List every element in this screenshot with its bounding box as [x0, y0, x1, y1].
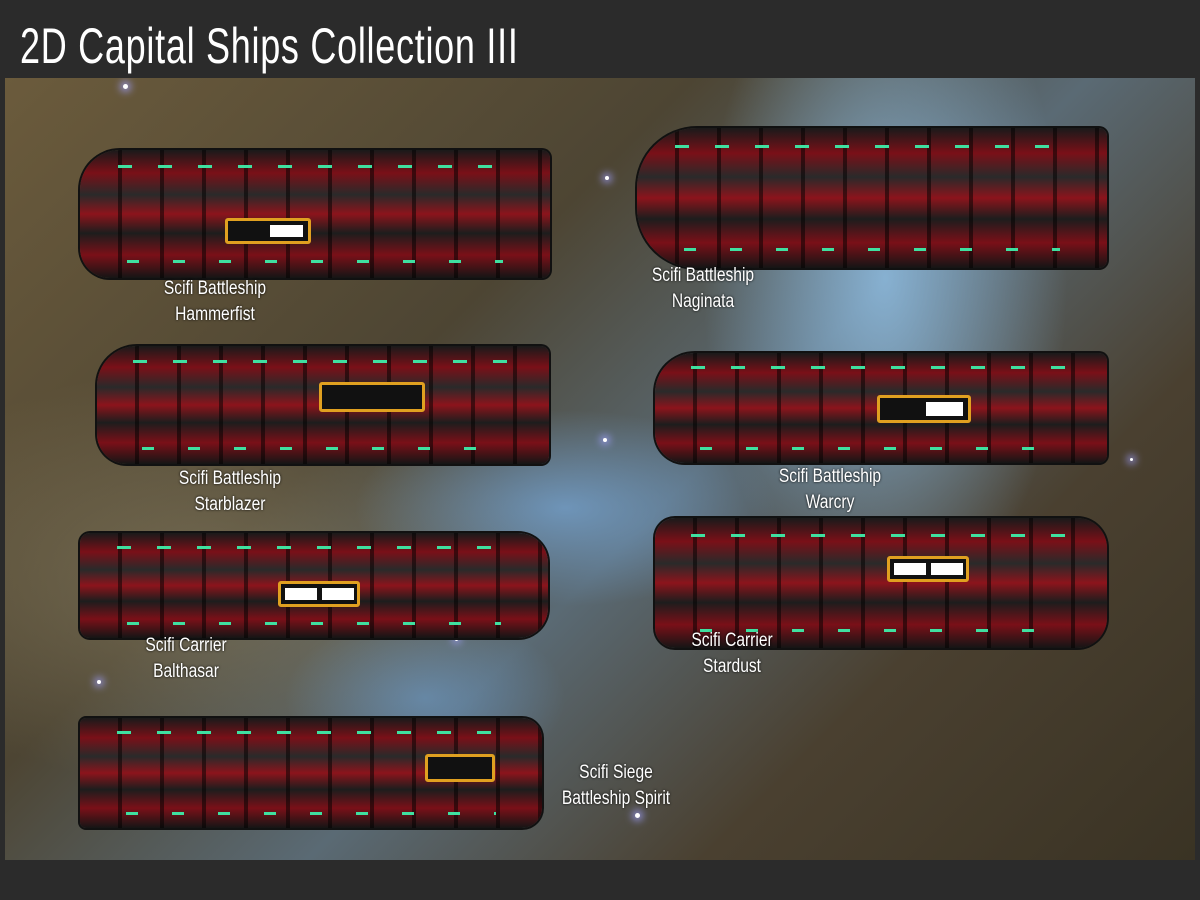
label-line: Naginata	[671, 291, 735, 312]
star	[603, 438, 607, 442]
ship-warcry	[655, 353, 1107, 463]
ship-stardust	[655, 518, 1107, 648]
star	[123, 84, 128, 89]
space-background	[5, 78, 1195, 860]
label-line: Scifi Siege	[579, 762, 653, 783]
ship-spirit	[80, 718, 542, 828]
ship-window	[278, 581, 360, 607]
label-line: Starblazer	[194, 494, 266, 515]
label-line: Hammerfist	[175, 304, 255, 325]
label-line: Scifi Battleship	[651, 265, 755, 286]
ship-hammerfist	[80, 150, 550, 278]
ship-balthasar	[80, 533, 548, 638]
star	[635, 813, 640, 818]
ship-window	[319, 382, 425, 412]
ship-naginata	[637, 128, 1107, 268]
label-line: Balthasar	[153, 661, 219, 682]
label-line: Scifi Carrier	[691, 630, 773, 651]
page-title: 2D Capital Ships Collection III	[20, 18, 519, 74]
ship-window	[877, 395, 971, 423]
label-line: Stardust	[702, 656, 762, 677]
label-line: Warcry	[805, 492, 855, 513]
star	[455, 638, 458, 641]
star	[97, 680, 101, 684]
ship-starblazer	[97, 346, 549, 464]
label-line: Scifi Battleship	[178, 468, 282, 489]
ship-window	[425, 754, 495, 782]
star	[1130, 458, 1133, 461]
star	[605, 176, 609, 180]
label-line: Scifi Carrier	[145, 635, 227, 656]
label-line: Scifi Battleship	[163, 278, 267, 299]
ship-window	[887, 556, 969, 582]
ship-window	[225, 218, 311, 244]
label-line: Scifi Battleship	[778, 466, 882, 487]
label-line: Battleship Spirit	[561, 788, 671, 809]
